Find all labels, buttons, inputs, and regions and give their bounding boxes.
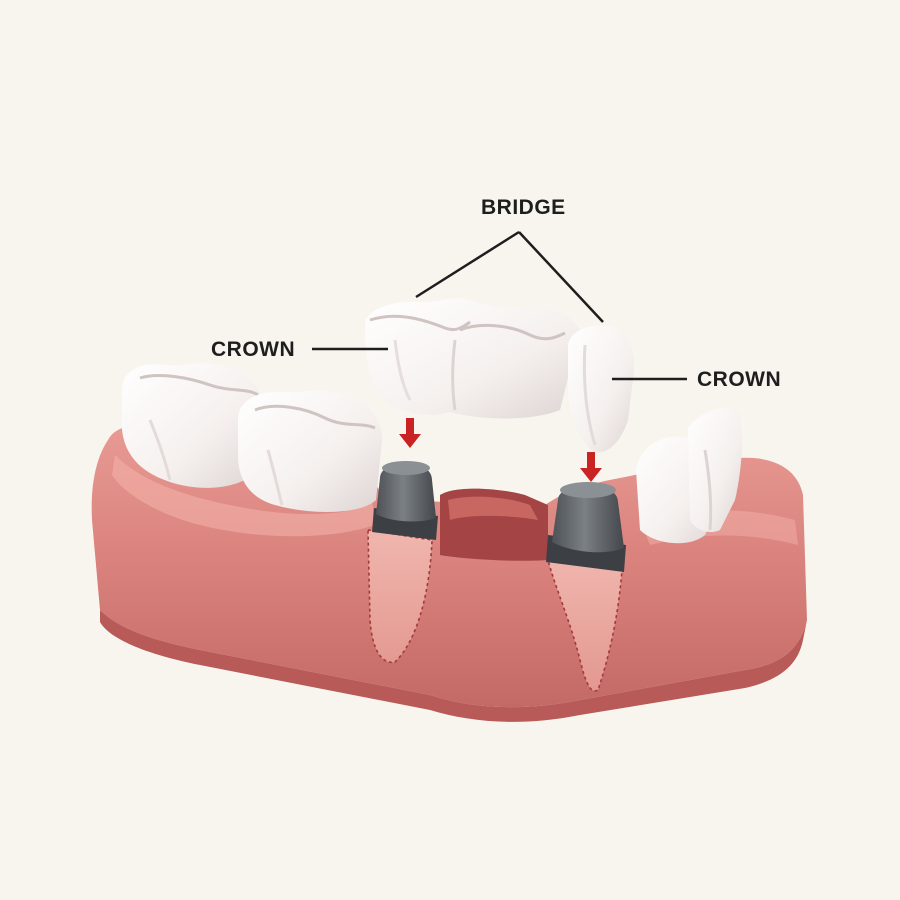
left-molar-back: [121, 363, 262, 488]
right-placement-arrow: [580, 452, 602, 482]
right-implant-root: [546, 559, 623, 692]
left-molar-front: [238, 390, 382, 512]
bridge-leader-left: [415, 230, 520, 299]
crown-right-label: CROWN: [697, 368, 782, 391]
missing-tooth-socket: [440, 488, 548, 561]
bridge-prosthesis: [365, 298, 635, 453]
left-abutment: [372, 461, 438, 540]
left-placement-arrow: [399, 418, 421, 448]
leader-lines: [312, 230, 687, 381]
right-teeth: [636, 407, 742, 544]
left-implant-root: [367, 529, 433, 664]
bridge-label: BRIDGE: [481, 196, 566, 219]
crown-left-label: CROWN: [211, 338, 296, 361]
bridge-leader-right: [518, 231, 604, 323]
right-abutment: [546, 482, 626, 572]
